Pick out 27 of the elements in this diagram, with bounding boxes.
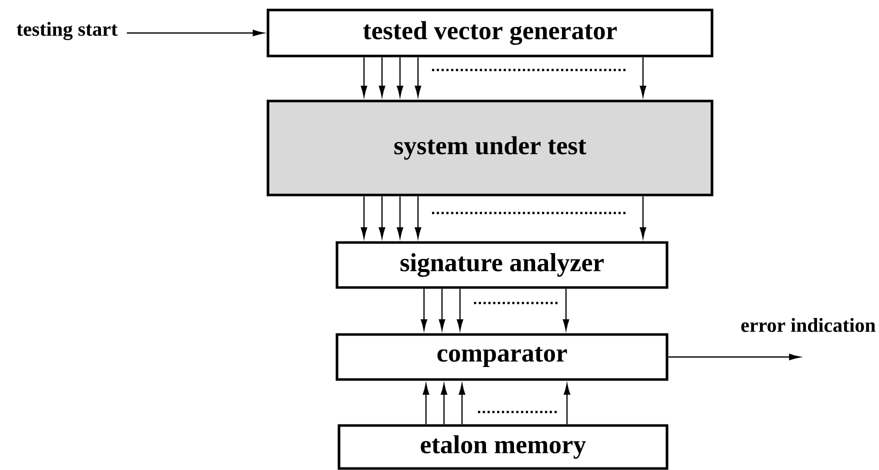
arrow: [378, 196, 386, 238]
arrow: [360, 57, 368, 97]
arrow: [378, 57, 386, 97]
arrow: [414, 57, 422, 97]
arrow: [668, 354, 800, 360]
arrow: [562, 288, 570, 330]
arrow: [640, 57, 646, 97]
arrow: [564, 384, 570, 424]
process-box: comparator: [336, 333, 668, 381]
process-box: tested vector generator: [266, 8, 714, 58]
arrow: [440, 384, 448, 424]
arrow: [438, 288, 446, 330]
arrow: [396, 57, 404, 97]
arrow: [360, 196, 368, 238]
node-label: testing start: [16, 22, 118, 40]
system-box: system under test: [266, 100, 714, 196]
process-box: signature analyzer: [336, 241, 668, 289]
arrow: [396, 196, 404, 238]
arrow: [640, 196, 646, 238]
arrow: [458, 384, 466, 424]
process-box: etalon memory: [338, 424, 668, 470]
arrow: [456, 288, 464, 330]
arrow: [126, 30, 264, 36]
arrow: [420, 288, 428, 330]
arrow: [422, 384, 430, 424]
arrow: [414, 196, 422, 238]
output-label: error indication: [741, 318, 876, 332]
